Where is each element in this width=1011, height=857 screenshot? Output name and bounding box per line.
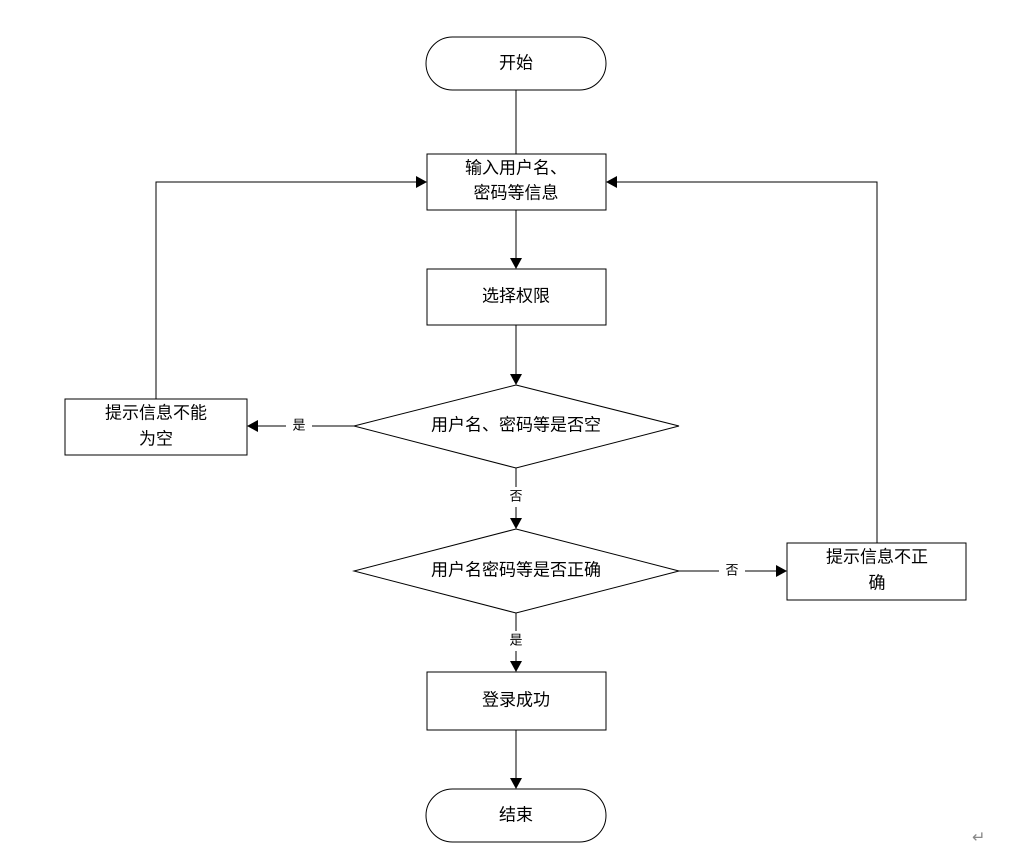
arrowhead-to-login-success xyxy=(510,661,522,672)
check-correct-decision: 用户名密码等是否正确 xyxy=(352,528,680,614)
arrowhead-loop-left xyxy=(416,176,427,188)
edge-prompt-empty-to-input xyxy=(155,181,416,399)
prompt-empty-label-line1: 提示信息不能 xyxy=(105,404,207,424)
check-empty-decision: 用户名、密码等是否空 xyxy=(353,384,680,469)
edge-label-yes-empty: 是 xyxy=(292,419,305,434)
connectors: 是 否 否 是 xyxy=(155,90,878,789)
end-label: 结束 xyxy=(499,806,533,826)
arrowhead-to-prompt-incorrect xyxy=(776,565,787,577)
start-label: 开始 xyxy=(499,54,533,74)
edge-prompt-incorrect-to-input xyxy=(617,181,878,543)
arrowhead-to-select-permission xyxy=(510,258,522,269)
prompt-incorrect-label-line2: 确 xyxy=(869,574,886,594)
prompt-empty-label-line2: 为空 xyxy=(139,430,173,450)
login-success-label: 登录成功 xyxy=(482,691,550,711)
input-label-line1: 输入用户名、 xyxy=(465,159,567,179)
select-permission-label: 选择权限 xyxy=(482,287,550,307)
check-correct-label: 用户名密码等是否正确 xyxy=(431,561,601,581)
check-empty-label: 用户名、密码等是否空 xyxy=(431,416,601,436)
arrowhead-to-end xyxy=(510,778,522,789)
nodes: 开始 输入用户名、 密码等信息 选择权限 用户名、密码等是否空 提示信息不能 为… xyxy=(64,36,967,843)
login-success-node: 登录成功 xyxy=(426,671,607,731)
edge-label-no-correct: 否 xyxy=(725,564,738,579)
edge-label-yes-correct: 是 xyxy=(509,634,522,649)
input-node: 输入用户名、 密码等信息 xyxy=(426,153,607,211)
select-permission-node: 选择权限 xyxy=(426,268,607,326)
arrowhead-to-check-empty xyxy=(510,374,522,385)
arrowhead-to-prompt-empty xyxy=(247,420,258,432)
paragraph-mark: ↵ xyxy=(972,828,985,847)
arrowhead-to-check-correct xyxy=(510,518,522,529)
prompt-empty-node: 提示信息不能 为空 xyxy=(64,398,248,456)
input-label-line2: 密码等信息 xyxy=(474,184,559,204)
arrowhead-loop-right xyxy=(606,176,617,188)
end-node: 结束 xyxy=(425,788,607,843)
prompt-incorrect-label-line1: 提示信息不正 xyxy=(826,548,928,568)
edge-label-no-empty: 否 xyxy=(509,490,522,505)
start-node: 开始 xyxy=(425,36,607,91)
prompt-incorrect-node: 提示信息不正 确 xyxy=(786,542,967,601)
